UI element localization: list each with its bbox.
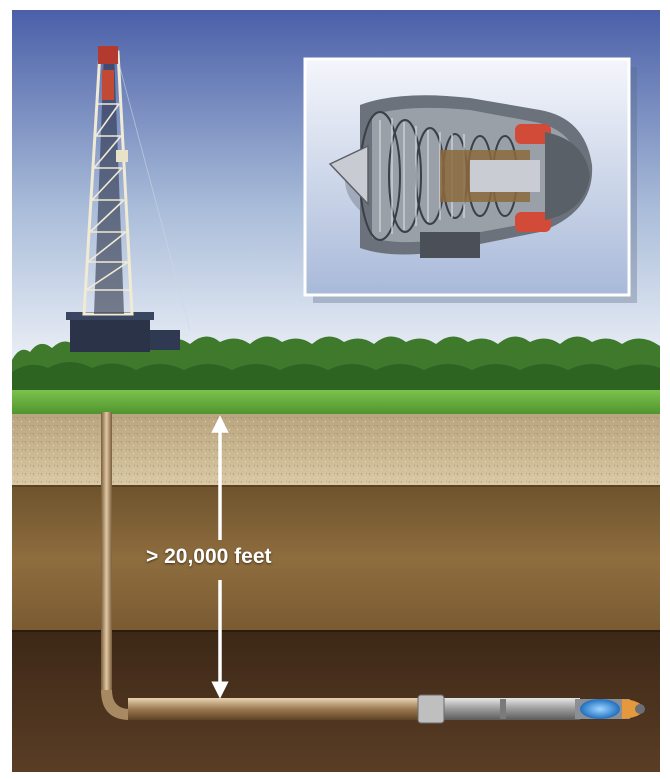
depth-label: > 20,000 feet xyxy=(146,545,272,568)
middle-rock-layer xyxy=(12,486,660,631)
drilling-rig-icon xyxy=(66,46,191,352)
jet-engine-icon xyxy=(328,95,593,258)
grass xyxy=(12,390,660,414)
drill-bit-icon xyxy=(580,699,645,719)
topsoil-texture xyxy=(12,414,660,486)
tree-line xyxy=(12,336,660,395)
